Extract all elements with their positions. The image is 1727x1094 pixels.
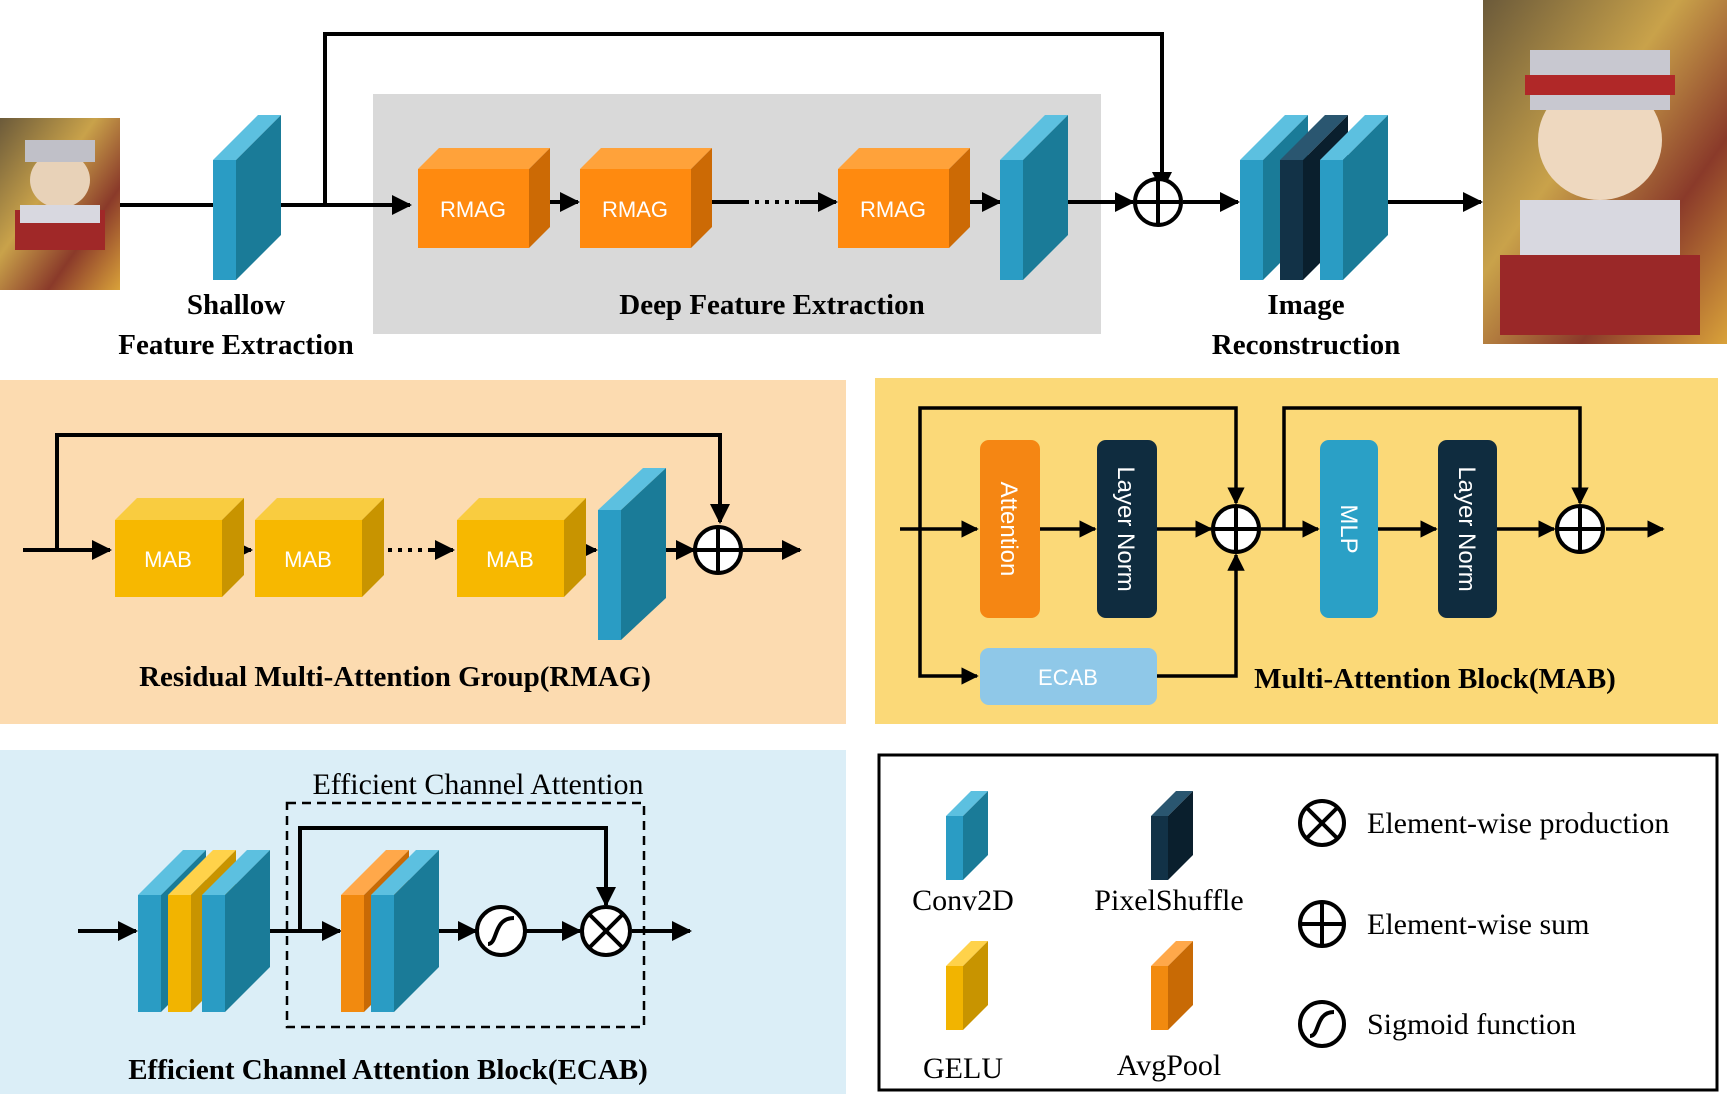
legend-gelu-slab bbox=[946, 941, 988, 1030]
mab-panel: Attention Layer Norm MLP Layer Norm ECAB bbox=[875, 378, 1718, 724]
top-pipeline: RMAG RMAG RMAG bbox=[0, 0, 1727, 361]
mab-label-2: MAB bbox=[284, 547, 332, 572]
legend-product-label: Element-wise production bbox=[1367, 807, 1669, 840]
layer-norm-label-1: Layer Norm bbox=[1112, 466, 1139, 591]
input-image bbox=[0, 118, 120, 290]
legend-sum-icon bbox=[1298, 900, 1346, 948]
ecab-product-icon bbox=[580, 905, 632, 957]
rmag-label-2: RMAG bbox=[602, 197, 668, 222]
legend-product-icon bbox=[1298, 799, 1346, 847]
eca-dashed-frame bbox=[285, 801, 646, 1029]
attention-block: Attention bbox=[980, 440, 1040, 618]
deep-conv-slab bbox=[1000, 115, 1068, 280]
legend-sigmoid-icon bbox=[1298, 1000, 1346, 1048]
legend-pixelshuffle-slab bbox=[1151, 791, 1193, 880]
rmag-block-3: RMAG bbox=[838, 148, 970, 248]
legend-conv2d-slab bbox=[946, 791, 988, 880]
deep-feature-label: Deep Feature Extraction bbox=[619, 289, 925, 321]
ecab-panel: Efficient Channel Attention bbox=[0, 750, 846, 1094]
reconstruction-conv-2 bbox=[1320, 115, 1388, 280]
ecab-panel-title: Efficient Channel Attention Block(ECAB) bbox=[128, 1054, 648, 1086]
mab-label-3: MAB bbox=[486, 547, 534, 572]
legend-pixelshuffle-label: PixelShuffle bbox=[1094, 884, 1243, 917]
layer-norm-block-2: Layer Norm bbox=[1438, 440, 1497, 618]
shallow-label-line1: Shallow bbox=[187, 289, 285, 321]
rmag-sum-icon bbox=[693, 525, 743, 575]
legend-avgpool-label: AvgPool bbox=[1117, 1049, 1221, 1082]
top-sum-icon bbox=[1133, 177, 1183, 227]
ecab-sigmoid-icon bbox=[475, 905, 527, 957]
attention-label: Attention bbox=[995, 482, 1022, 577]
rmag-block-1: RMAG bbox=[418, 148, 550, 248]
rmag-panel: MAB MAB MAB Residual Multi-Attention Gro… bbox=[0, 380, 846, 724]
layer-norm-block-1: Layer Norm bbox=[1097, 440, 1157, 618]
layer-norm-label-2: Layer Norm bbox=[1453, 466, 1480, 591]
shallow-conv-slab bbox=[213, 115, 281, 280]
legend-sum-label: Element-wise sum bbox=[1367, 908, 1589, 941]
rmag-block-2: RMAG bbox=[580, 148, 712, 248]
mab-block-2: MAB bbox=[255, 498, 384, 597]
mab-sum-icon-2 bbox=[1555, 504, 1605, 554]
legend-gelu-label: GELU bbox=[923, 1052, 1003, 1085]
mab-block-3: MAB bbox=[457, 498, 586, 597]
ecab-block: ECAB bbox=[980, 648, 1157, 705]
legend-sigmoid-label: Sigmoid function bbox=[1367, 1008, 1576, 1041]
legend-conv2d-label: Conv2D bbox=[912, 884, 1014, 917]
rmag-panel-title: Residual Multi-Attention Group(RMAG) bbox=[139, 661, 651, 693]
rmag-conv-slab bbox=[598, 468, 666, 640]
ecab-label: ECAB bbox=[1038, 665, 1098, 690]
ecab-conv-slab-2 bbox=[202, 850, 270, 1012]
rmag-label-1: RMAG bbox=[440, 197, 506, 222]
eca-inner-label: Efficient Channel Attention bbox=[312, 768, 643, 801]
mab-block-1: MAB bbox=[115, 498, 244, 597]
mlp-label: MLP bbox=[1335, 504, 1362, 553]
output-image bbox=[1483, 0, 1727, 344]
reconstruction-label-line2: Reconstruction bbox=[1212, 329, 1400, 361]
legend: Conv2D PixelShuffle GELU AvgPool Element… bbox=[877, 753, 1719, 1092]
mab-sum-icon-1 bbox=[1211, 504, 1261, 554]
legend-avgpool-slab bbox=[1151, 941, 1193, 1030]
reconstruction-label-line1: Image bbox=[1267, 289, 1344, 321]
rmag-label-3: RMAG bbox=[860, 197, 926, 222]
mab-panel-title: Multi-Attention Block(MAB) bbox=[1254, 663, 1616, 695]
shallow-label-line2: Feature Extraction bbox=[118, 329, 353, 361]
mlp-block: MLP bbox=[1320, 440, 1378, 618]
ecab-conv-slab-3 bbox=[371, 850, 439, 1012]
mab-label-1: MAB bbox=[144, 547, 192, 572]
